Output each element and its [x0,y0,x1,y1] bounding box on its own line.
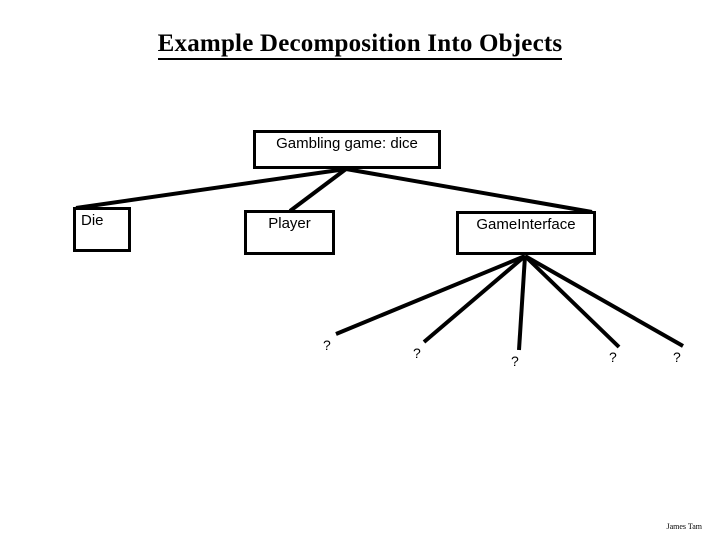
edge-gameinterface-to-leaf-1 [422,254,527,344]
edge-gameinterface-to-leaf-3 [523,254,621,349]
tree-leaf-placeholder-4: ? [609,349,617,365]
tree-node-root-label: Gambling game: dice [276,135,418,152]
edge-gameinterface-to-leaf-2 [517,255,527,351]
tree-node-player[interactable]: Player [244,210,335,255]
page-title: Example Decomposition Into Objects [0,30,720,60]
tree-node-die-label: Die [81,212,104,229]
tree-node-root[interactable]: Gambling game: dice [253,130,441,169]
tree-leaf-placeholder-3: ? [511,353,519,369]
tree-node-player-label: Player [268,215,311,232]
tree-node-die[interactable]: Die [73,207,131,252]
edge-root-to-player [288,167,348,213]
edge-gameinterface-to-leaf-0 [335,254,526,336]
slide-footer-attribution: James Tam [666,522,702,531]
tree-node-gameinterface[interactable]: GameInterface [456,211,596,255]
page-title-text: Example Decomposition Into Objects [157,30,563,60]
tree-leaf-placeholder-1: ? [323,337,331,353]
edge-root-to-gameinterface [345,167,593,214]
tree-leaf-placeholder-5: ? [673,349,681,365]
edge-root-to-die [75,167,347,210]
tree-node-gameinterface-label: GameInterface [476,216,576,233]
tree-leaf-placeholder-2: ? [413,345,421,361]
edge-gameinterface-to-leaf-4 [524,254,684,348]
